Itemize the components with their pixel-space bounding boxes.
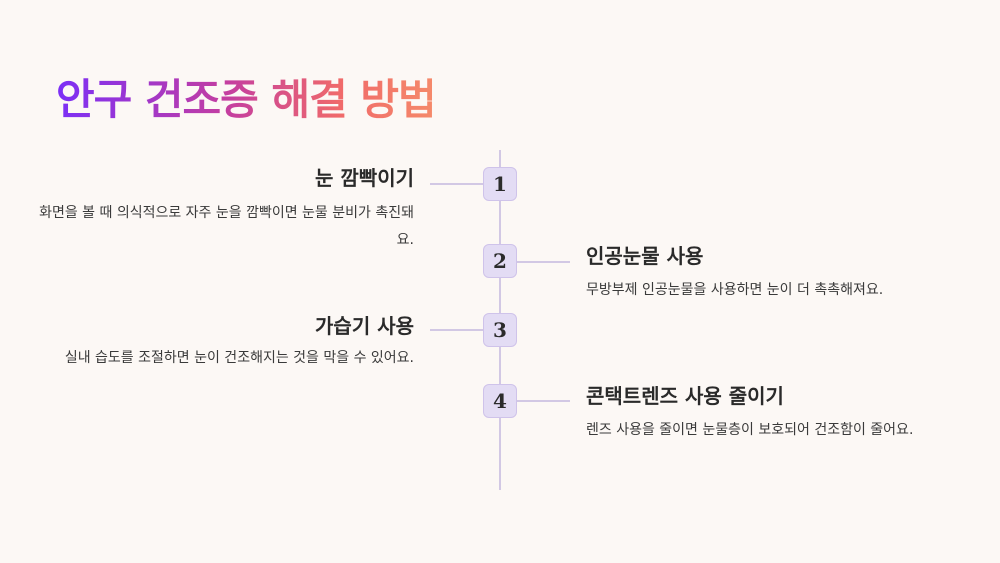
step-1-heading: 눈 깜빡이기 xyxy=(315,166,414,190)
connector-4 xyxy=(517,400,570,402)
step-1-badge: 1 xyxy=(483,167,517,201)
connector-3 xyxy=(430,329,484,331)
step-2-description: 무방부제 인공눈물을 사용하면 눈이 더 촉촉해져요. xyxy=(586,282,884,298)
page-title: 안구 건조증 해결 방법 xyxy=(56,66,437,127)
step-2-badge: 2 xyxy=(483,244,517,278)
step-3-heading: 가습기 사용 xyxy=(315,314,414,338)
step-1-description: 화면을 볼 때 의식적으로 자주 눈을 깜빡이면 눈물 분비가 촉진돼요. xyxy=(39,205,414,248)
step-3-badge: 3 xyxy=(483,313,517,347)
step-4-heading: 콘택트렌즈 사용 줄이기 xyxy=(586,384,784,408)
step-4-description: 렌즈 사용을 줄이면 눈물층이 보호되어 건조함이 줄어요. xyxy=(586,422,914,438)
step-4-badge: 4 xyxy=(483,384,517,418)
connector-1 xyxy=(430,183,484,185)
step-3-description: 실내 습도를 조절하면 눈이 건조해지는 것을 막을 수 있어요. xyxy=(64,350,414,366)
connector-2 xyxy=(517,261,570,263)
step-2-heading: 인공눈물 사용 xyxy=(586,244,704,268)
